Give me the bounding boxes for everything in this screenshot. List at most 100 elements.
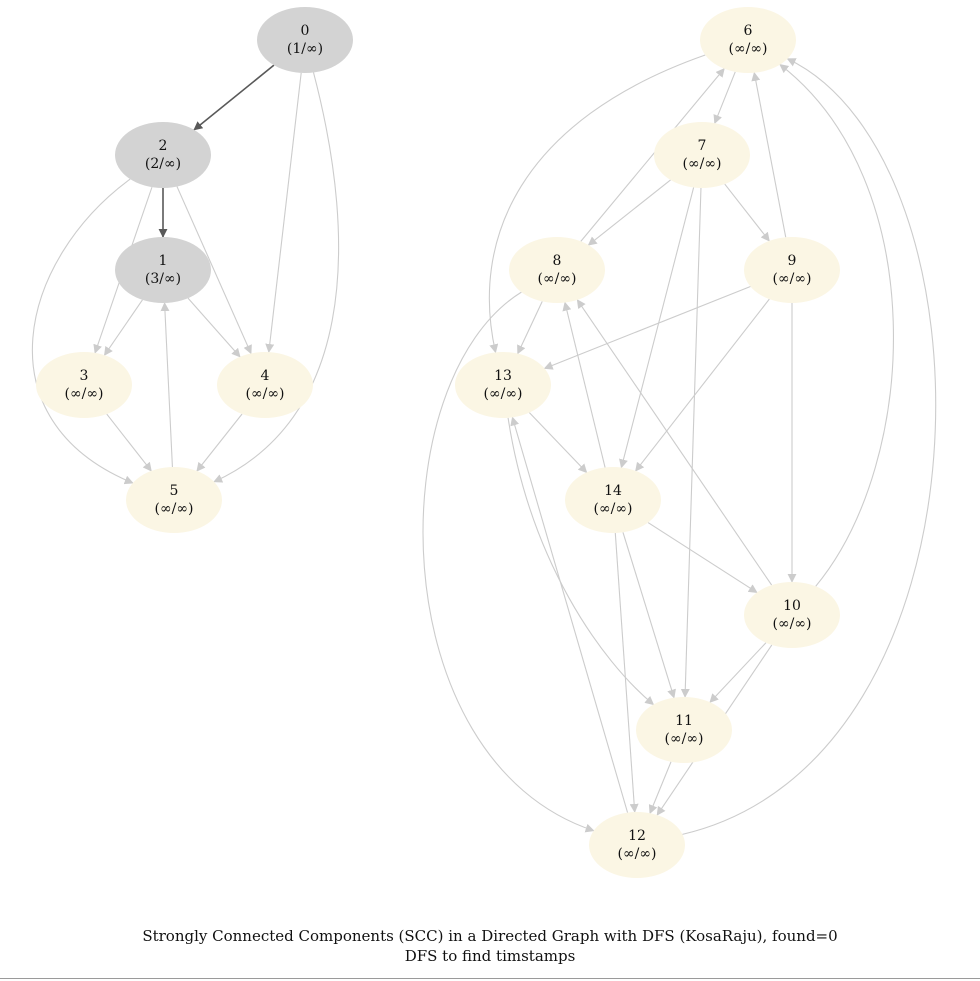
node-7-timestamp: (∞/∞): [683, 156, 722, 172]
node-0: 0 (1/∞): [257, 7, 353, 73]
edge-1-to-3: [103, 299, 143, 356]
edge-14-to-10: [647, 522, 758, 593]
node-2: 2 (2/∞): [115, 122, 211, 188]
graph-svg: 0 (1/∞) 2 (2/∞) 1 (3/∞) 3 (∞/∞) 4 (∞/∞) 5 (∞/∞) 6 (∞/…: [31, 7, 937, 878]
node-2-label: 2: [159, 138, 168, 154]
edge-5-to-1: [160, 302, 173, 468]
node-13-label: 13: [494, 368, 512, 384]
node-4-label: 4: [261, 368, 270, 384]
edge-11-to-12: [648, 761, 672, 815]
edge-6-to-7: [713, 71, 736, 125]
node-2-shape: [115, 122, 211, 188]
node-3-timestamp: (∞/∞): [65, 386, 104, 402]
graph-caption: Strongly Connected Components (SCC) in a…: [0, 926, 980, 966]
node-8: 8 (∞/∞): [509, 237, 605, 303]
node-12-shape: [589, 812, 685, 878]
node-0-timestamp: (1/∞): [287, 41, 323, 57]
node-8-shape: [509, 237, 605, 303]
edge-9-to-14: [635, 298, 770, 472]
node-14-timestamp: (∞/∞): [594, 501, 633, 517]
edge-12-to-13: [510, 416, 629, 813]
node-3: 3 (∞/∞): [36, 352, 132, 418]
node-5: 5 (∞/∞): [126, 467, 222, 533]
node-6: 6 (∞/∞): [700, 7, 796, 73]
node-1-timestamp: (3/∞): [145, 271, 181, 287]
node-1-shape: [115, 237, 211, 303]
edge-14-to-12: [614, 532, 639, 813]
node-1-label: 1: [159, 253, 168, 269]
node-2-timestamp: (2/∞): [145, 156, 181, 172]
node-6-label: 6: [744, 23, 753, 39]
node-14-shape: [565, 467, 661, 533]
edge-6-to-13: [488, 54, 706, 354]
node-8-label: 8: [553, 253, 562, 269]
node-11: 11 (∞/∞): [636, 697, 732, 763]
node-7-shape: [654, 122, 750, 188]
edge-8-to-13: [517, 301, 543, 355]
edge-8-to-12: [422, 291, 595, 833]
edge-13-to-14: [528, 412, 588, 474]
edge-7-to-14: [619, 187, 695, 469]
node-12: 12 (∞/∞): [589, 812, 685, 878]
node-5-shape: [126, 467, 222, 533]
edge-7-to-11: [680, 187, 702, 698]
node-10-label: 10: [783, 598, 801, 614]
node-14: 14 (∞/∞): [565, 467, 661, 533]
edge-layer: [31, 54, 937, 835]
node-5-timestamp: (∞/∞): [155, 501, 194, 517]
node-5-label: 5: [170, 483, 179, 499]
node-12-label: 12: [628, 828, 646, 844]
node-6-timestamp: (∞/∞): [729, 41, 768, 57]
node-13-timestamp: (∞/∞): [484, 386, 523, 402]
edge-0-to-2: [193, 64, 275, 131]
node-13: 13 (∞/∞): [455, 352, 551, 418]
edge-10-to-6: [779, 64, 894, 587]
node-10-timestamp: (∞/∞): [773, 616, 812, 632]
node-3-label: 3: [80, 368, 89, 384]
edge-2-to-5: [31, 178, 134, 485]
edge-0-to-4: [265, 72, 302, 353]
node-4: 4 (∞/∞): [217, 352, 313, 418]
edge-8-to-6: [580, 67, 725, 242]
bottom-divider: [0, 978, 980, 979]
node-11-shape: [636, 697, 732, 763]
caption-title: Strongly Connected Components (SCC) in a…: [142, 927, 838, 945]
node-13-shape: [455, 352, 551, 418]
node-9-shape: [744, 237, 840, 303]
node-3-shape: [36, 352, 132, 418]
edge-2-to-4: [176, 186, 252, 355]
edge-9-to-13: [543, 286, 751, 370]
node-10: 10 (∞/∞): [744, 582, 840, 648]
edge-14-to-8: [562, 301, 606, 468]
node-9: 9 (∞/∞): [744, 237, 840, 303]
node-4-timestamp: (∞/∞): [246, 386, 285, 402]
node-9-timestamp: (∞/∞): [773, 271, 812, 287]
node-9-label: 9: [788, 253, 797, 269]
edge-7-to-8: [587, 179, 671, 246]
node-14-label: 14: [604, 483, 622, 499]
edge-10-to-8: [576, 299, 773, 586]
node-6-shape: [700, 7, 796, 73]
node-7: 7 (∞/∞): [654, 122, 750, 188]
edge-4-to-5: [196, 413, 243, 472]
edge-14-to-11: [622, 532, 676, 699]
edge-3-to-5: [106, 413, 152, 472]
edge-12-to-6: [682, 58, 937, 835]
edge-9-to-6: [751, 71, 787, 238]
node-1: 1 (3/∞): [115, 237, 211, 303]
node-8-timestamp: (∞/∞): [538, 271, 577, 287]
node-11-timestamp: (∞/∞): [665, 731, 704, 747]
node-12-timestamp: (∞/∞): [618, 846, 657, 862]
node-11-label: 11: [675, 713, 693, 729]
edge-0-to-5: [213, 72, 340, 483]
node-4-shape: [217, 352, 313, 418]
edge-10-to-11: [709, 642, 767, 703]
node-10-shape: [744, 582, 840, 648]
node-0-shape: [257, 7, 353, 73]
caption-subtitle: DFS to find timstamps: [404, 947, 576, 965]
node-0-label: 0: [301, 23, 310, 39]
node-7-label: 7: [698, 138, 707, 154]
node-layer: 0 (1/∞) 2 (2/∞) 1 (3/∞) 3 (∞/∞) 4 (∞/∞) 5 (∞/∞) 6 (∞/…: [36, 7, 840, 878]
edge-13-to-11: [507, 417, 655, 706]
